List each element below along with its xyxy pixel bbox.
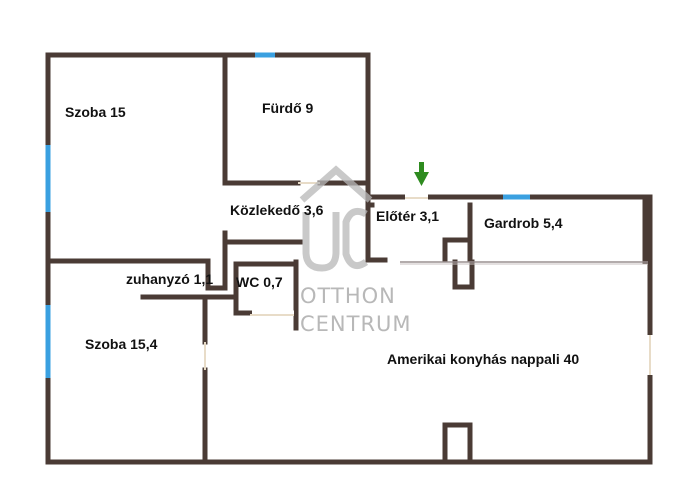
- room-label-zuhanyzo: zuhanyzó 1,1: [126, 271, 214, 287]
- room-label-wc: WC 0,7: [236, 274, 283, 290]
- entrance-arrow-icon: [414, 162, 429, 186]
- room-label-eloter: Előtér 3,1: [376, 208, 440, 224]
- room-label-szoba-15-4: Szoba 15,4: [85, 336, 158, 352]
- watermark-line1: OTTHON: [300, 284, 396, 308]
- room-label-furdo: Fürdő 9: [262, 100, 314, 116]
- interior-walls: [47, 54, 648, 463]
- room-label-szoba-15: Szoba 15: [65, 104, 126, 120]
- outer-walls: [45, 52, 653, 465]
- room-label-gardrob: Gardrob 5,4: [484, 215, 563, 231]
- windows: [45, 52, 530, 378]
- room-label-kozlekedo: Közlekedő 3,6: [230, 202, 324, 218]
- room-label-nappali: Amerikai konyhás nappali 40: [387, 351, 580, 367]
- watermark-line2: CENTRUM: [300, 312, 412, 336]
- otthon-centrum-logo-icon: [299, 165, 373, 272]
